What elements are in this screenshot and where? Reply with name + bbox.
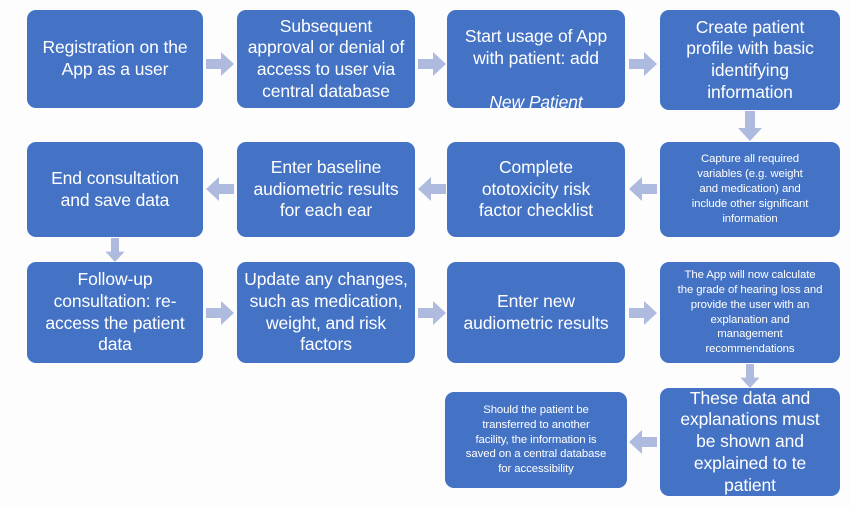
flow-node-label: Follow-up consultation: re- access the p…: [45, 269, 185, 355]
flow-node-label: Subsequent approval or denial of access …: [247, 15, 405, 101]
flow-node-label: Create patient profile with basic identi…: [686, 16, 814, 102]
flow-node-create-profile[interactable]: Create patient profile with basic identi…: [660, 10, 840, 110]
flow-node-transfer-facility[interactable]: Should the patient be transferred to ano…: [445, 392, 627, 488]
flow-node-end-consultation[interactable]: End consultation and save data: [27, 142, 203, 237]
flow-arrow-down: [103, 238, 127, 262]
flow-node-label: End consultation and save data: [51, 167, 179, 210]
flow-node-label: Registration on the App as a user: [42, 37, 188, 79]
flow-node-app-calculation[interactable]: The App will now calculate the grade of …: [660, 262, 840, 363]
flow-node-label: Capture all required variables (e.g. wei…: [691, 153, 809, 225]
flow-node-enter-new-audiometric[interactable]: Enter new audiometric results: [447, 262, 625, 363]
flow-node-explain-to-patient[interactable]: These data and explanations must be show…: [660, 388, 840, 496]
flow-arrow-right: [418, 52, 446, 76]
flow-arrow-left: [629, 177, 657, 201]
flow-node-label: Should the patient be transferred to ano…: [465, 403, 607, 476]
flow-arrow-right: [206, 301, 234, 325]
flow-node-ototoxicity-checklist[interactable]: Complete ototoxicity risk factor checkli…: [447, 142, 625, 237]
flow-node-label: Enter new audiometric results: [463, 290, 609, 333]
flow-node-baseline-audiometric[interactable]: Enter baseline audiometric results for e…: [237, 142, 415, 237]
flow-node-label: Start usage of App with patient: add New…: [454, 5, 618, 113]
flow-node-label: Enter baseline audiometric results for e…: [253, 156, 399, 221]
flow-node-followup-consultation[interactable]: Follow-up consultation: re- access the p…: [27, 262, 203, 363]
flow-arrow-right: [629, 301, 657, 325]
flow-arrow-right: [206, 52, 234, 76]
flow-node-label: Complete ototoxicity risk factor checkli…: [478, 156, 594, 221]
flow-arrow-left: [629, 430, 657, 454]
flow-node-approval[interactable]: Subsequent approval or denial of access …: [237, 10, 415, 108]
flow-node-start-usage[interactable]: Start usage of App with patient: add New…: [447, 10, 625, 112]
flow-arrow-left: [206, 177, 234, 201]
flow-arrow-right: [418, 301, 446, 325]
flow-arrow-left: [418, 177, 446, 201]
flow-node-label-emphasis: New Patient: [489, 91, 583, 112]
flow-node-capture-variables[interactable]: Capture all required variables (e.g. wei…: [660, 142, 840, 237]
flow-arrow-down: [738, 111, 762, 141]
flow-arrow-right: [629, 52, 657, 76]
flow-node-update-changes[interactable]: Update any changes, such as medication, …: [237, 262, 415, 363]
flow-node-label: These data and explanations must be show…: [680, 387, 820, 495]
flow-node-label-main: Start usage of App with patient: add: [464, 26, 608, 69]
flow-node-label: Update any changes, such as medication, …: [244, 269, 408, 355]
flow-node-label: The App will now calculate the grade of …: [677, 269, 823, 356]
flow-node-registration[interactable]: Registration on the App as a user: [27, 10, 203, 108]
flow-arrow-down: [738, 364, 762, 388]
